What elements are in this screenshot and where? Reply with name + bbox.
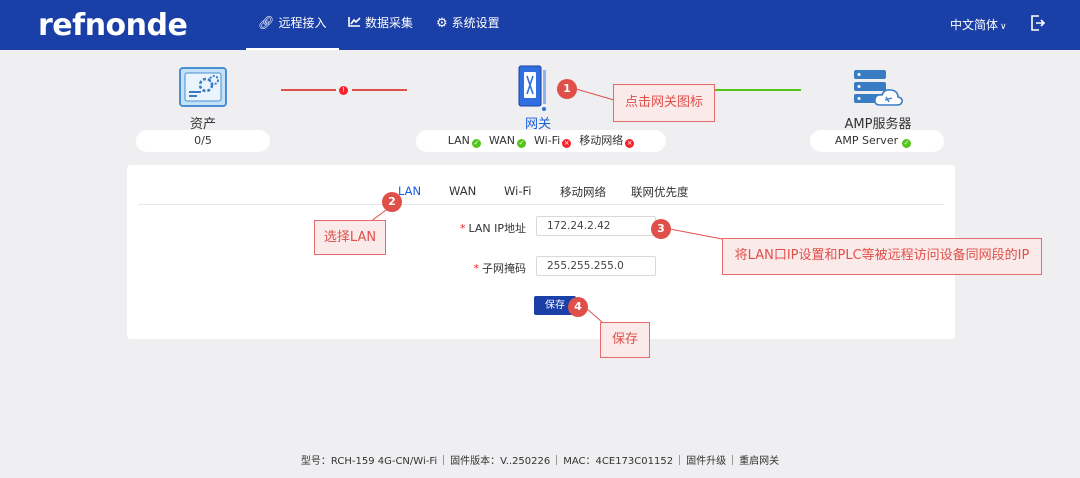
annotation-callout-1: 点击网关图标	[613, 84, 715, 122]
tab-mobile-network[interactable]: 移动网络	[560, 185, 606, 199]
chart-icon	[348, 1, 361, 47]
chevron-down-icon: ∨	[1000, 22, 1007, 32]
language-label: 中文简体	[950, 18, 999, 32]
server-cloud-icon[interactable]	[852, 68, 904, 112]
nav-data-collection[interactable]: 数据采集	[348, 0, 413, 50]
gateway-icon[interactable]	[517, 64, 555, 116]
error-icon: ×	[562, 139, 572, 148]
server-status-pill: AMP Server✓	[810, 130, 944, 152]
subnet-mask-input[interactable]: 255.255.255.0	[536, 256, 656, 276]
lan-ip-label: *LAN IP地址	[459, 222, 526, 235]
annotation-callout-2: 选择LAN	[314, 220, 386, 255]
annotation-badge-2: 2	[382, 192, 402, 212]
asset-icon[interactable]	[179, 67, 227, 111]
footer-divider	[443, 455, 445, 465]
annotation-badge-1: 1	[557, 79, 577, 99]
lan-ip-input[interactable]: 172.24.2.42	[536, 216, 656, 236]
gateway-status-pill: LAN✓WAN✓Wi-Fi×移动网络×	[416, 130, 666, 152]
footer-divider	[556, 455, 558, 465]
subnet-mask-label: *子网掩码	[473, 262, 527, 275]
asset-count-pill: 0/5	[136, 130, 270, 152]
check-icon: ✓	[516, 139, 526, 148]
server-label: AMP服务器	[844, 117, 912, 132]
lan-status-label: LAN	[447, 134, 470, 147]
device-info-footer: 型号：RCH-159 4G-CN/Wi-Fi 固件版本：V..250226 MAC：…	[0, 452, 1080, 467]
nav-data-collection-label: 数据采集	[365, 16, 414, 30]
nav-remote-access[interactable]: 🔗︎远程接入	[246, 0, 339, 50]
annotation-connector-1	[576, 88, 615, 101]
logout-icon[interactable]	[1030, 14, 1046, 32]
nav-remote-access-label: 远程接入	[278, 16, 327, 30]
reboot-gateway-link[interactable]: 重启网关	[739, 456, 780, 467]
asset-label: 资产	[189, 117, 216, 132]
device-model: 型号：RCH-159 4G-CN/Wi-Fi	[300, 456, 438, 467]
annotation-callout-4: 保存	[600, 322, 650, 358]
annotation-callout-3: 将LAN口IP设置和PLC等被远程访问设备同网段的IP	[722, 238, 1042, 275]
nav-system-settings-label: 系统设置	[451, 16, 500, 30]
asset-link-line-left	[281, 89, 336, 91]
lan-ip-label-text: LAN IP地址	[468, 222, 526, 235]
tab-wan[interactable]: WAN	[449, 184, 477, 198]
tab-network-priority[interactable]: 联网优先度	[631, 185, 689, 199]
server-link-line	[703, 89, 801, 91]
annotation-badge-4: 4	[568, 297, 588, 317]
subnet-mask-label-text: 子网掩码	[482, 262, 526, 275]
wifi-status-label: Wi-Fi	[533, 134, 561, 147]
check-icon: ✓	[471, 139, 481, 148]
annotation-connector-4	[586, 308, 603, 323]
save-button[interactable]: 保存	[534, 296, 576, 315]
annotation-badge-3: 3	[651, 219, 671, 239]
gateway-label: 网关	[524, 117, 551, 132]
tabs-divider	[138, 204, 944, 205]
check-icon: ✓	[902, 139, 912, 148]
wan-status-label: WAN	[488, 134, 515, 147]
language-selector[interactable]: 中文简体∨	[950, 16, 1007, 33]
link-error-icon: !	[339, 86, 348, 95]
tab-lan[interactable]: LAN	[398, 184, 422, 198]
server-status-label: AMP Server	[834, 134, 899, 147]
tab-wifi[interactable]: Wi-Fi	[504, 184, 532, 198]
brand-logo: refnonde	[38, 8, 188, 43]
top-navigation-bar: refnonde 🔗︎远程接入 数据采集 ⚙系统设置 中文简体∨	[0, 0, 1080, 50]
footer-divider	[732, 455, 734, 465]
firmware-upgrade-link[interactable]: 固件升级	[686, 456, 727, 467]
annotation-connector-3	[670, 228, 723, 240]
firmware-version: 固件版本：V..250226	[450, 456, 551, 467]
mac-address: MAC：4CE173C01152	[563, 456, 674, 467]
gear-icon: ⚙	[436, 16, 448, 31]
footer-divider	[679, 455, 681, 465]
asset-count: 0/5	[194, 134, 212, 147]
mobile-status-label: 移动网络	[579, 134, 624, 147]
asset-link-line-right	[352, 89, 407, 91]
nav-system-settings[interactable]: ⚙系统设置	[436, 0, 500, 50]
error-icon: ×	[625, 139, 635, 148]
link-icon: 🔗︎	[258, 16, 275, 31]
